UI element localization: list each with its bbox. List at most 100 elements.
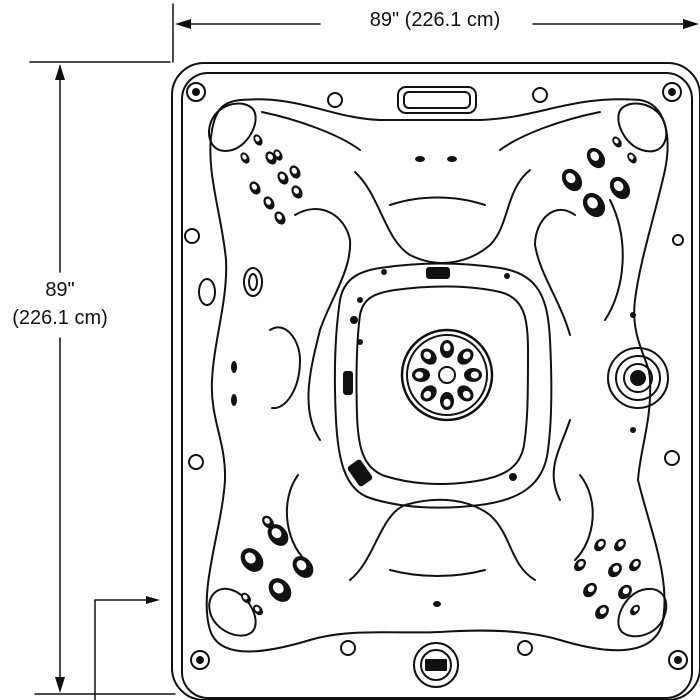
filter-mid [615,355,661,401]
jet-icon [240,152,250,164]
jet-icon [595,604,609,620]
jet-icon [253,604,263,616]
bolt-bottom-mid-left [340,640,356,656]
footwell-jet-top [426,267,450,279]
drain-icon [413,642,459,688]
bolt-top-mid-left [327,92,343,108]
jet-icon [274,211,286,225]
jet-icon [627,152,637,164]
bolt-bottom-left [190,650,210,670]
depth-dimension [29,61,176,700]
jet-icon [262,515,274,529]
footwell-dot-5 [509,473,517,481]
basin-outline [205,98,669,653]
seat-bottom-arc [389,569,486,577]
footwell-dot-4 [504,273,510,279]
jet-icon [420,385,437,402]
pillows [208,102,668,638]
right-seat-contour-2 [552,419,571,501]
footwell-outline [333,262,553,509]
jet-left-side-2 [231,394,237,406]
corner-bolts [184,82,688,670]
bolt-bottom-left-inner [196,656,204,664]
bolt-top-mid-right [532,87,548,103]
jet-icon [289,165,301,179]
jet-icon [240,548,264,572]
drain-handle [425,659,447,671]
bolt-bottom-mid-right [517,640,533,656]
diverter-left [243,267,263,297]
jet-icon [249,181,261,195]
jet-icon [586,147,606,169]
jet-icon [263,196,275,210]
jet-right-side-2 [630,427,636,433]
jet-icon [412,368,430,382]
width-dimension-label: 89" (226.1 cm) [369,9,501,31]
arrow-up-icon [55,64,65,80]
left-controls [198,267,263,306]
left-seat-contour-2 [269,326,301,410]
seat-jets [240,134,641,620]
jet-top-center-2 [447,156,457,162]
jet-top-center-1 [415,156,425,162]
bolt-top-left-inner [192,88,200,96]
jet-icon [440,340,454,358]
jet-left-side-1 [231,361,237,373]
center-jets [412,340,482,410]
arrow-left-icon [175,19,191,29]
jet-icon [608,562,622,578]
pillow-top-left [208,102,257,152]
jet-icon [277,171,289,185]
drain-outer [413,642,459,688]
bolt-top-left [186,82,206,102]
top-grab-handle [397,86,477,114]
bolt-left-mid [184,228,200,244]
footwell-jet-left [343,371,353,395]
pillow-bottom-left [208,587,257,637]
seat-bottom-center [349,498,536,581]
bolt-top-right-inner [668,88,676,96]
pillow-top-right [617,102,668,153]
jet-icon [457,348,474,365]
right-seat-contour-3 [574,474,594,561]
footwell-dot-2 [357,297,363,303]
bolt-bottom-right [668,650,688,670]
inner-rim [181,72,693,699]
jet-icon [594,538,606,552]
center-jet-hub [438,366,456,384]
jet-icon [612,136,622,148]
jet-icon [609,176,631,200]
bolt-left-lower [188,454,204,470]
arrow-right-icon [683,19,699,29]
jet-icon [241,592,251,604]
footwell-fittings [343,267,517,487]
jet-bottom-center [433,601,441,607]
bolt-top-right [662,82,682,102]
jet-icon [614,538,626,552]
right-seat-contour-1 [534,208,576,336]
jet-icon [561,168,583,192]
footwell-inner [355,285,529,485]
footwell-jet-bottom-left [347,459,373,487]
jet-icon [583,582,597,598]
filter-core [630,370,646,386]
footwell-dot-6 [357,339,363,345]
top-grab-handle-inner [403,91,471,109]
seat-top-arc [389,196,486,206]
jet-icon [267,524,289,546]
depth-dimension-value: 89" [45,279,75,301]
center-jet-ring-inner [406,334,488,416]
jet-icon [273,149,283,161]
left-seat-contour-3 [285,474,306,561]
depth-dimension-metric: (226.1 cm) [12,307,108,329]
jet-icon [582,192,606,218]
jet-icon [420,348,437,365]
air-control-left [198,278,216,306]
jet-icon [457,385,474,402]
jet-icon [574,558,586,572]
right-seat-contour-4 [604,199,624,321]
outer-rim [171,62,700,700]
jet-right-side [630,312,636,318]
jet-icon [440,392,454,410]
